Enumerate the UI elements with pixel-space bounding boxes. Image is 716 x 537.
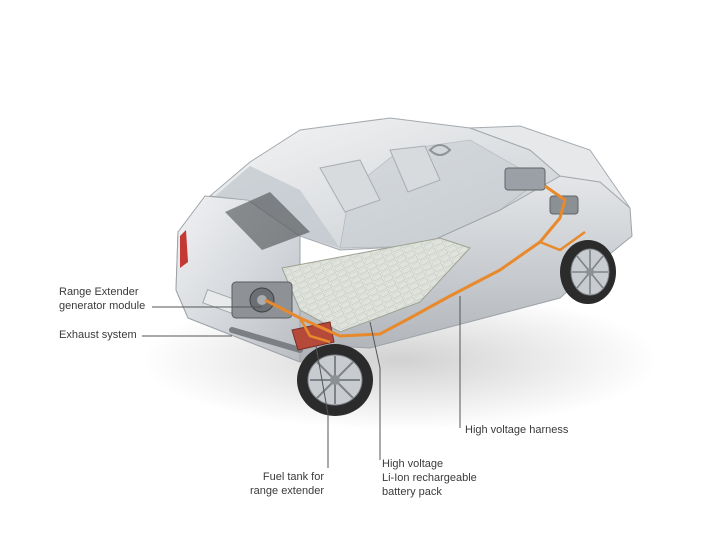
rear-wheel bbox=[297, 344, 373, 416]
leader-fuel-tank bbox=[315, 345, 329, 468]
high-voltage-harness-branch bbox=[298, 317, 331, 344]
exhaust-pipe bbox=[229, 327, 303, 353]
battery-pack-cells bbox=[281, 237, 471, 333]
label-exhaust-system: Exhaust system bbox=[59, 329, 137, 341]
trunk-floor bbox=[225, 192, 310, 250]
label-fuel-tank: Fuel tank for range extender bbox=[250, 471, 324, 497]
leader-battery bbox=[369, 321, 381, 460]
label-range-extender: Range Extender generator module bbox=[59, 286, 146, 312]
high-voltage-harness-branch bbox=[539, 230, 586, 252]
high-voltage-harness bbox=[264, 184, 567, 338]
taillight bbox=[180, 230, 188, 268]
label-high-voltage-harness: High voltage harness bbox=[465, 424, 569, 436]
steering-wheel bbox=[428, 144, 452, 156]
car-hood bbox=[469, 125, 631, 209]
front-wheel bbox=[560, 240, 616, 304]
label-battery-pack: High voltage Li-Ion rechargeable battery… bbox=[382, 458, 477, 498]
interior-seat bbox=[389, 145, 441, 193]
range-extender-module bbox=[231, 281, 293, 319]
interior-seat bbox=[319, 159, 381, 213]
